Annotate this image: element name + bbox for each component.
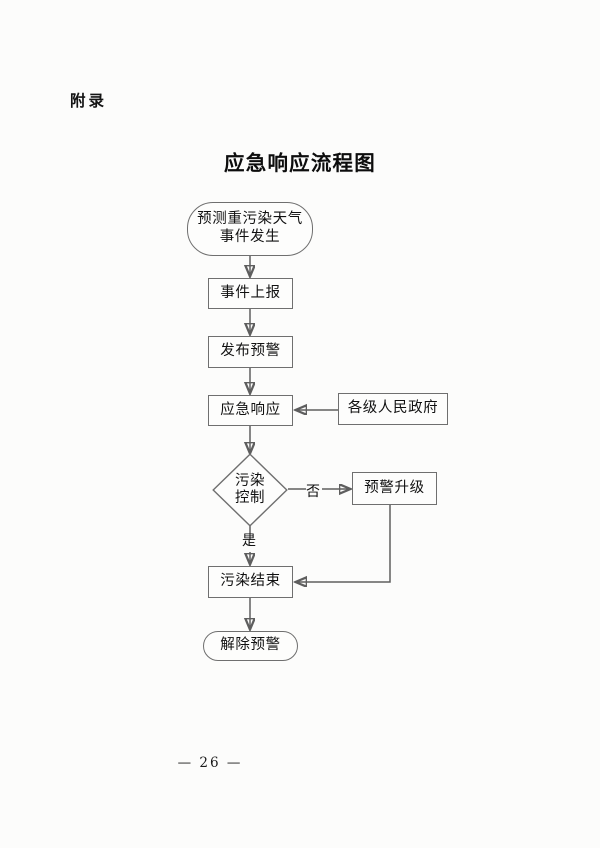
node-event-report[interactable]: 事件上报	[208, 278, 293, 309]
page-number: — 26 —	[177, 755, 243, 771]
node-issue-warning[interactable]: 发布预警	[208, 336, 293, 368]
edge-label-yes: 是	[242, 533, 256, 549]
page-title: 应急响应流程图	[224, 151, 376, 175]
node-pollution-end[interactable]: 污染结束	[208, 566, 293, 598]
node-governments-all-levels[interactable]: 各级人民政府	[338, 393, 448, 425]
node-emergency-response[interactable]: 应急响应	[208, 395, 293, 426]
node-pollution-control-decision[interactable]: 污染 控制	[212, 453, 288, 527]
node-predict-heavy-pollution-event[interactable]: 预测重污染天气 事件发生	[187, 202, 313, 256]
decision-label: 污染 控制	[235, 472, 265, 506]
edge-label-no: 否	[306, 484, 320, 500]
diamond-shape	[212, 453, 288, 527]
node-warning-escalation[interactable]: 预警升级	[352, 472, 437, 505]
node-lift-warning[interactable]: 解除预警	[203, 631, 298, 661]
appendix-label: 附录	[70, 92, 108, 110]
edge-escalate-to-end-pollution	[296, 505, 391, 582]
